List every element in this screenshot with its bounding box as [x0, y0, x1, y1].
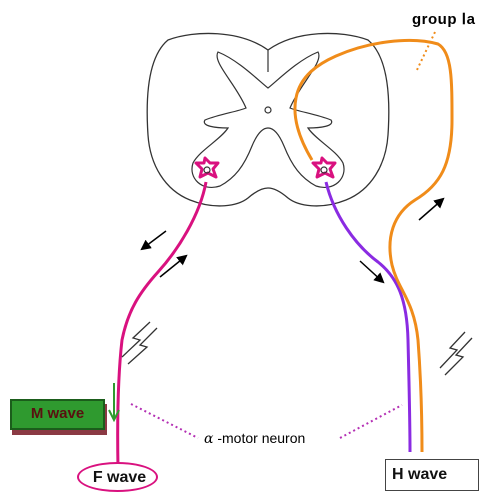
central-canal [265, 107, 271, 113]
motor-label-leader-right [340, 405, 402, 438]
arrow-antidromic [142, 231, 166, 249]
motor-neuron-left-cell-body [196, 158, 218, 177]
group-ia-fiber [295, 40, 452, 452]
stimulus-left-icon-2 [128, 328, 157, 364]
alpha-motor-neuron-label: α -motor neuron [204, 430, 305, 447]
motor-neuron-right-cell-body [313, 158, 335, 177]
group-ia-label: group Ⅰa [412, 10, 475, 28]
m-wave-box: M wave [10, 399, 105, 430]
f-wave-oval: F wave [77, 462, 158, 492]
stimulus-right-icon-2 [445, 338, 472, 375]
motor-axon-left [118, 182, 206, 468]
f-wave-label: F wave [79, 469, 160, 487]
motor-label-leader-left [131, 404, 198, 438]
h-wave-box: H wave [385, 459, 479, 491]
motor-neuron-text: -motor neuron [213, 430, 305, 446]
m-wave-label: M wave [12, 405, 103, 422]
arrow-ia-ascending [419, 199, 443, 220]
h-wave-label: H wave [392, 466, 447, 484]
group-ia-leader-line [416, 32, 435, 72]
motor-axon-right [326, 182, 410, 452]
